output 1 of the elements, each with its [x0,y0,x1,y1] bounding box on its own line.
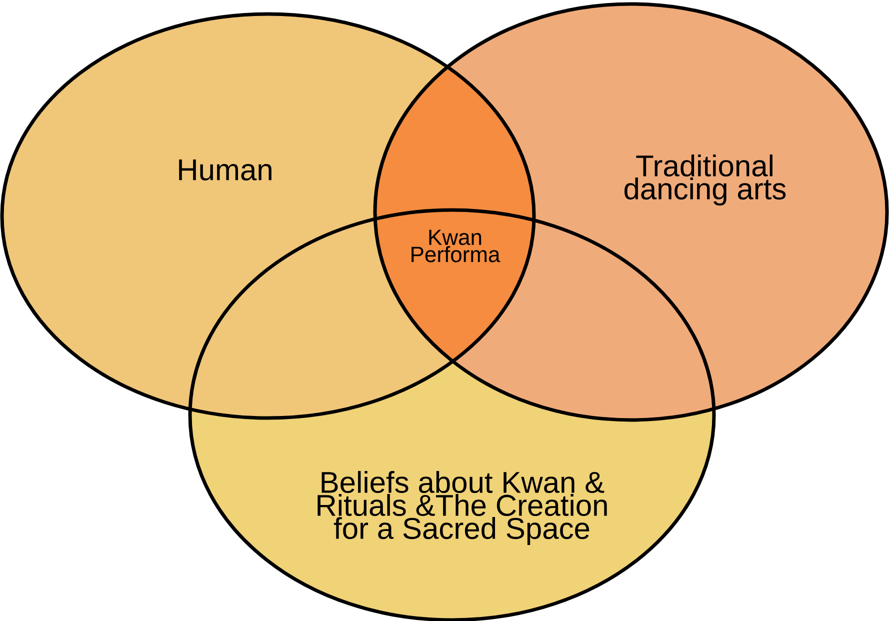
region-label: Kwan Performa [412,230,500,262]
